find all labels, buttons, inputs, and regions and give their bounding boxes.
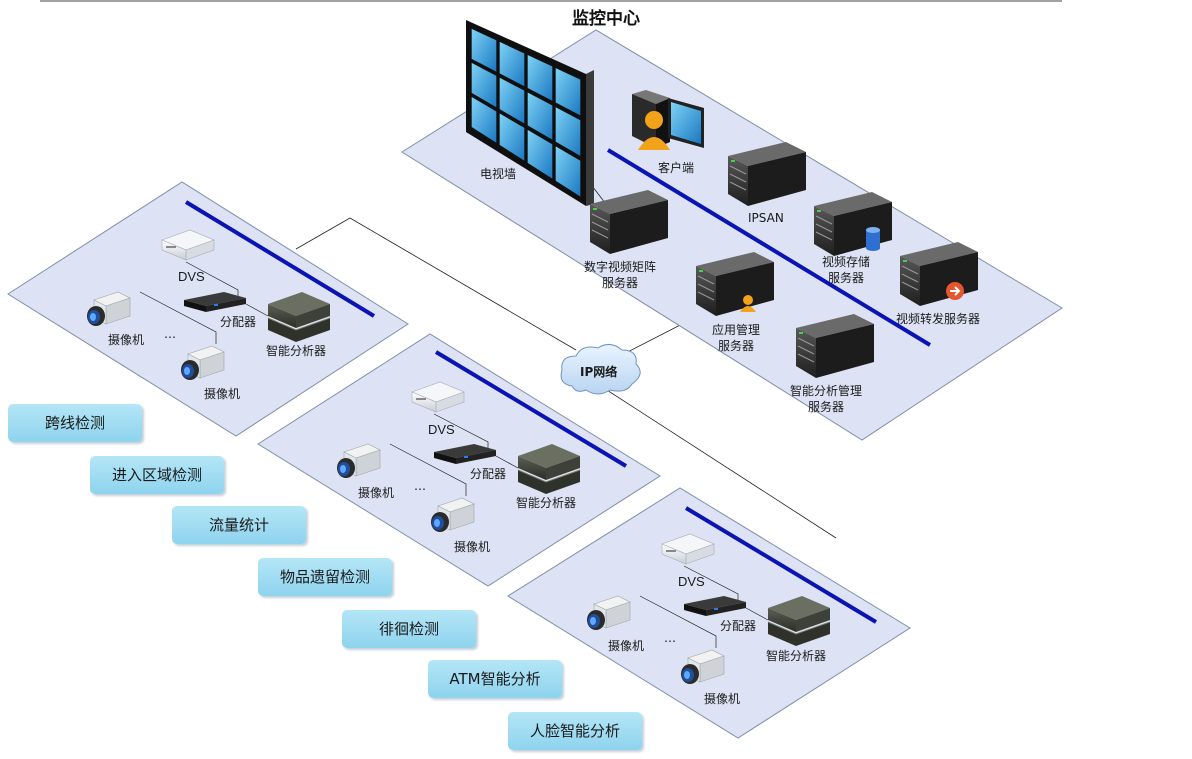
app-management-label-2: 服务器 <box>718 338 754 353</box>
wall-screen-panel <box>555 68 581 116</box>
site-2-splitter-label: 分配器 <box>470 467 506 481</box>
ip-network-label: IP网络 <box>580 364 617 379</box>
site-3-ellipsis: … <box>664 631 676 645</box>
wall-screen-panel <box>555 107 581 156</box>
client-label: 客户端 <box>658 160 694 175</box>
site-3: DVS 分配器 智能分析器 摄像机 … 摄像机 <box>507 487 911 739</box>
wall-screen-panel <box>527 129 553 179</box>
feature-traffic-statistics: 流量统计 <box>172 506 306 544</box>
site-1-bus <box>184 200 376 318</box>
video-wall-label: 电视墙 <box>480 166 516 181</box>
site-3-splitter-label: 分配器 <box>720 619 756 633</box>
video-forwarding-label: 视频转发服务器 <box>896 311 980 326</box>
wall-screen-panel <box>471 97 497 143</box>
feature-loitering-detection: 徘徊检测 <box>342 610 476 648</box>
center-bus <box>606 148 932 347</box>
feature-left-object-detection: 物品遗留检测 <box>258 558 392 596</box>
page-title: 监控中心 <box>572 8 640 29</box>
ipsan-label: IPSAN <box>748 211 784 225</box>
wall-screen-panel <box>527 55 553 101</box>
feature-cross-line-detection: 跨线检测 <box>8 404 142 442</box>
wall-screen-panel <box>499 77 525 124</box>
feature-area-entry-detection: 进入区域检测 <box>90 456 224 494</box>
feature-atm-analysis: ATM智能分析 <box>428 660 562 698</box>
site-2-dvs-label: DVS <box>428 422 455 437</box>
ip-network-cloud-icon <box>560 344 641 395</box>
site-3-wires <box>639 565 769 648</box>
site-1-dvs-label: DVS <box>178 269 205 284</box>
digital-matrix-label-2: 服务器 <box>602 275 638 290</box>
site-3-camera-2-label: 摄像机 <box>704 691 740 706</box>
site-1-wires <box>139 261 269 344</box>
database-icon <box>866 227 880 251</box>
wall-screen-panel <box>555 146 581 197</box>
site-2-wires <box>389 413 519 496</box>
wall-screen-panel <box>527 92 553 140</box>
user-badge-icon <box>740 295 756 312</box>
wall-screen-panel <box>499 113 525 161</box>
wall-screen-panel <box>499 41 525 87</box>
video-storage-label-2: 服务器 <box>828 270 864 285</box>
site-2-bus <box>434 350 628 468</box>
site-2: DVS 分配器 智能分析器 摄像机 … 摄像机 <box>257 333 661 587</box>
wall-screen-panel <box>471 28 497 72</box>
site-3-camera-1-label: 摄像机 <box>608 638 644 653</box>
analytics-management-label-2: 服务器 <box>808 399 844 414</box>
client-icon <box>632 90 704 150</box>
site-2-analyzer-label: 智能分析器 <box>516 495 576 510</box>
digital-matrix-label-1: 数字视频矩阵 <box>584 259 656 274</box>
video-wall-icon <box>466 20 594 206</box>
site-2-camera-1-label: 摄像机 <box>358 485 394 500</box>
site-2-camera-2-label: 摄像机 <box>454 539 490 554</box>
site-3-bus <box>684 506 878 624</box>
site-1-camera-1-label: 摄像机 <box>108 332 144 347</box>
site-1: DVS 分配器 智能分析器 摄像机 … 摄像机 <box>7 181 409 437</box>
site-2-ellipsis: … <box>414 479 426 493</box>
site-3-dvs-label: DVS <box>678 574 705 589</box>
feature-face-analysis: 人脸智能分析 <box>508 712 642 750</box>
site-1-ellipsis: … <box>164 327 176 341</box>
video-storage-label-1: 视频存储 <box>822 254 870 269</box>
analytics-management-label-1: 智能分析管理 <box>790 383 862 398</box>
app-management-label-1: 应用管理 <box>712 322 760 337</box>
site-3-analyzer-label: 智能分析器 <box>766 648 826 663</box>
site-1-analyzer-label: 智能分析器 <box>266 343 326 358</box>
site-1-splitter-label: 分配器 <box>220 315 256 329</box>
wall-screen-panel <box>471 62 497 108</box>
site-1-camera-2-label: 摄像机 <box>204 386 240 401</box>
forward-badge-icon <box>946 282 964 300</box>
